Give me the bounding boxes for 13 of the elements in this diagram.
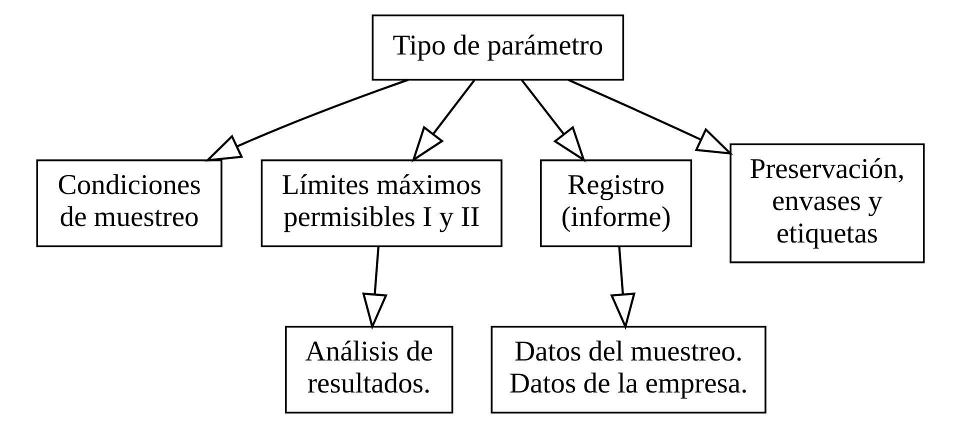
node-box: Preservación, envases y etiquetas xyxy=(730,143,925,264)
arrow xyxy=(610,246,636,330)
arrow xyxy=(521,79,586,162)
arrow xyxy=(568,78,734,155)
arrow xyxy=(412,80,476,162)
node-box: Tipo de parámetro xyxy=(372,14,624,81)
node-box: Límites máximos permisibles I y II xyxy=(260,159,502,248)
arrow xyxy=(204,78,408,162)
node-box: Datos del muestreo. Datos de la empresa. xyxy=(490,326,766,414)
node-box: Condiciones de muestreo xyxy=(36,159,222,248)
node-box: Análisis de resultados. xyxy=(285,326,454,414)
node-box: Registro (informe) xyxy=(540,159,692,248)
arrow xyxy=(362,246,388,330)
